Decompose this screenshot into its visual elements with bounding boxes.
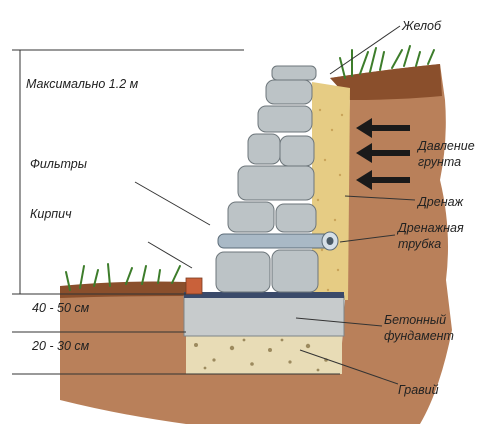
gravel-leader	[299, 349, 399, 385]
soil-front-top	[60, 281, 186, 298]
label-max-height: Максимально 1.2 м	[26, 77, 139, 91]
labels: Максимально 1.2 м Фильтры Кирпич 40 - 50…	[26, 19, 475, 397]
concrete-foundation	[183, 295, 345, 337]
guide-lines	[12, 25, 416, 385]
drain-pipe-leader	[339, 234, 396, 243]
label-brick: Кирпич	[30, 207, 72, 221]
filters-leader	[134, 181, 211, 226]
arrow-left-icon	[356, 118, 410, 138]
label-foundation-1: Бетонный	[384, 313, 446, 327]
soil-front	[60, 283, 186, 424]
label-drain-pipe-1: Дренажная	[396, 221, 464, 235]
grass-tufts	[65, 45, 435, 291]
gravel-texture	[194, 338, 328, 372]
brick-strip	[185, 277, 203, 295]
foundation-leader	[295, 317, 383, 327]
label-depth-bottom: 20 - 30 см	[31, 339, 90, 353]
backfill-texture	[316, 108, 344, 292]
topsoil-band	[330, 64, 442, 100]
gravel-layer	[186, 334, 342, 374]
label-drain-pipe-2: трубка	[398, 237, 441, 251]
label-gutter: Желоб	[401, 19, 442, 33]
label-drainage: Дренаж	[416, 195, 465, 209]
label-foundation-2: фундамент	[384, 329, 454, 343]
wall-stones	[215, 65, 319, 293]
drain-pipe	[217, 231, 339, 251]
gutter-leader	[329, 25, 401, 75]
arrow-left-icon	[356, 170, 410, 190]
brick-leader	[147, 241, 193, 269]
label-depth-top: 40 - 50 см	[32, 301, 90, 315]
label-filters: Фильтры	[30, 157, 87, 171]
label-soil-pressure-2: грунта	[418, 155, 461, 169]
label-soil-pressure-1: Давление	[416, 139, 475, 153]
arrow-left-icon	[356, 143, 410, 163]
drainage-leader	[344, 195, 416, 201]
soil-pressure-arrows	[356, 118, 410, 190]
label-gravel: Гравий	[398, 383, 439, 397]
foundation-dark-top	[184, 292, 344, 298]
